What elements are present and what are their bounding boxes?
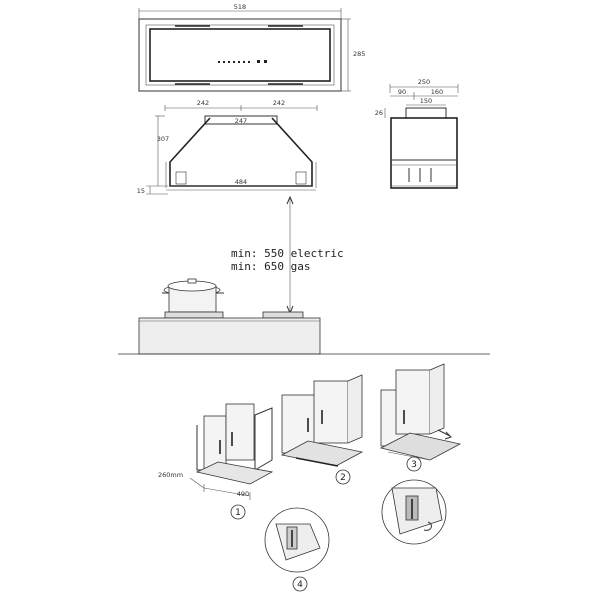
installation-steps: 490 260mm 1 2 [158,363,462,592]
front-bottom-width-label: 484 [235,178,247,186]
worktop [138,317,321,355]
install-depth-label: 260mm [158,471,183,479]
side-total-width-label: 250 [418,78,430,86]
install-step-4: 4 [264,479,447,592]
svg-text:4: 4 [297,580,303,590]
front-base-height-label: 15 [137,187,145,195]
top-view-inner-frame [145,24,335,86]
front-half-left-label: 242 [197,99,209,107]
install-step-3: 3 [379,363,462,472]
side-duct-collar [405,107,447,119]
step-1-badge [230,504,246,520]
front-duct-collar [204,115,278,125]
clearance-electric-label: min: 550 electric [231,247,344,260]
control-panel-buttons [218,60,267,63]
side-collar-label: 26 [375,109,383,117]
front-top-width-label: 247 [235,117,247,125]
front-view: 242 242 247 307 484 15 [137,99,318,195]
step-3-badge [406,456,422,472]
install-step-1: 490 260mm 1 [158,403,274,520]
svg-text:3: 3 [411,460,417,470]
front-height-label: 307 [157,135,169,143]
top-view: 518 285 [138,3,365,92]
install-step-2: 2 [280,374,364,485]
top-view-height-label: 285 [353,50,365,58]
electric-plate [262,311,304,319]
svg-text:1: 1 [235,508,241,518]
side-offset-label: 90 [398,88,406,96]
arrow-push-icon [444,431,452,440]
top-view-width-label: 518 [234,3,246,11]
arrow-up-icon [286,195,294,205]
side-offset2-label: 160 [431,88,443,96]
step-2-badge [335,469,351,485]
svg-text:2: 2 [340,473,346,483]
side-view: 250 90 160 150 26 [375,78,459,189]
side-hood-body [390,117,458,189]
gas-burner [164,311,224,319]
top-view-filter-panel [149,28,331,82]
step-4-badge [292,576,308,592]
clearance-section: min: 550 electric min: 650 gas [138,195,344,355]
front-half-right-label: 242 [273,99,285,107]
front-hood-body [169,117,313,187]
install-width-label: 490 [237,490,249,498]
rotate-arrow-icon [423,521,432,531]
clearance-gas-label: min: 650 gas [231,260,310,273]
top-view-outer-frame [138,18,342,92]
side-outlet-label: 150 [420,97,432,105]
cooking-pot-icon [162,278,224,313]
